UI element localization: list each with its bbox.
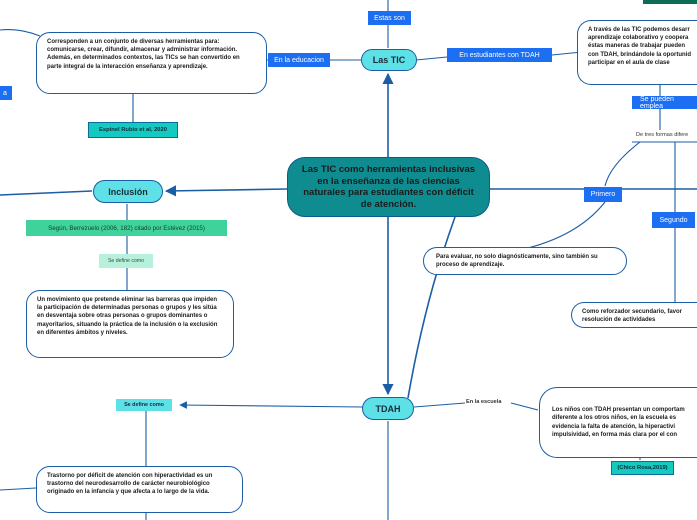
- en-estudiantes-tdah-label[interactable]: En estudiantes con TDAH: [447, 48, 552, 62]
- top-right-partial-node: [643, 0, 697, 4]
- inclusion-citation[interactable]: Según, Berrezuelo (2006, 182) citado por…: [26, 220, 227, 236]
- inclusion-definition[interactable]: Un movimiento que pretende eliminar las …: [26, 290, 234, 358]
- las-tic-topic[interactable]: Las TIC: [361, 49, 417, 71]
- tic-educacion-description[interactable]: Corresponden a un conjunto de diversas h…: [36, 32, 267, 94]
- inclusion-topic[interactable]: Inclusión: [93, 180, 163, 203]
- tdah-definition[interactable]: Trastorno por déficit de atención con hi…: [36, 466, 243, 513]
- en-la-escuela-label[interactable]: En la escuela: [466, 399, 502, 405]
- tdah-escuela-description[interactable]: Los niños con TDAH presentan un comporta…: [539, 387, 697, 458]
- tdah-escuela-citation[interactable]: (Chico Rosa,2019): [611, 461, 674, 475]
- tic-educacion-citation[interactable]: Espinel Rubio et al, 2020: [88, 122, 178, 138]
- estas-son-label[interactable]: Estas son: [368, 11, 411, 25]
- segundo-label[interactable]: Segundo: [652, 212, 695, 228]
- left-edge-label[interactable]: a: [0, 86, 12, 100]
- primero-description[interactable]: Para evaluar, no solo diagnósticamente, …: [423, 247, 627, 275]
- se-pueden-emplear-label[interactable]: Se pueden emplea: [632, 96, 697, 110]
- tres-formas-text[interactable]: De tres formas difere: [636, 132, 689, 138]
- primero-label[interactable]: Primero: [584, 187, 622, 202]
- central-topic[interactable]: Las TIC como herramientas inclusivas en …: [287, 157, 490, 217]
- tic-tdah-description[interactable]: A través de las TIC podemos desarr apren…: [577, 20, 697, 85]
- segundo-description[interactable]: Como reforzador secundario, favor resolu…: [571, 302, 697, 328]
- tdah-define-label[interactable]: Se define como: [116, 399, 172, 411]
- inclusion-define-label[interactable]: Se define como: [99, 254, 153, 268]
- tdah-escuela-text: Los niños con TDAH presentan un comporta…: [552, 407, 685, 438]
- en-la-educacion-label[interactable]: En la educacion: [268, 53, 330, 67]
- tdah-topic[interactable]: TDAH: [362, 397, 414, 420]
